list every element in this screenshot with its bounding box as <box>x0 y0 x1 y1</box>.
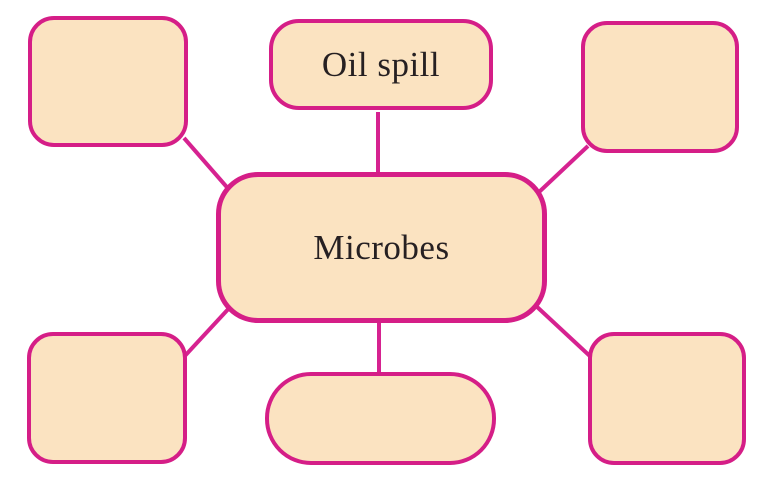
node-top-center-label: Oil spill <box>321 44 441 84</box>
connector-bottom-right-diagonal <box>533 303 594 360</box>
node-bottom-left <box>27 332 187 464</box>
node-center: Microbes <box>216 172 547 323</box>
connector-top-right-diagonal <box>536 144 590 195</box>
node-top-right <box>581 21 739 153</box>
node-center-label: Microbes <box>313 227 450 267</box>
node-top-left <box>28 16 188 147</box>
node-top-center: Oil spill <box>269 19 493 110</box>
node-bottom-right <box>588 332 746 465</box>
node-bottom-center <box>265 372 496 465</box>
connector-top-left-diagonal <box>182 136 234 195</box>
connector-bottom-left-diagonal <box>180 303 234 361</box>
